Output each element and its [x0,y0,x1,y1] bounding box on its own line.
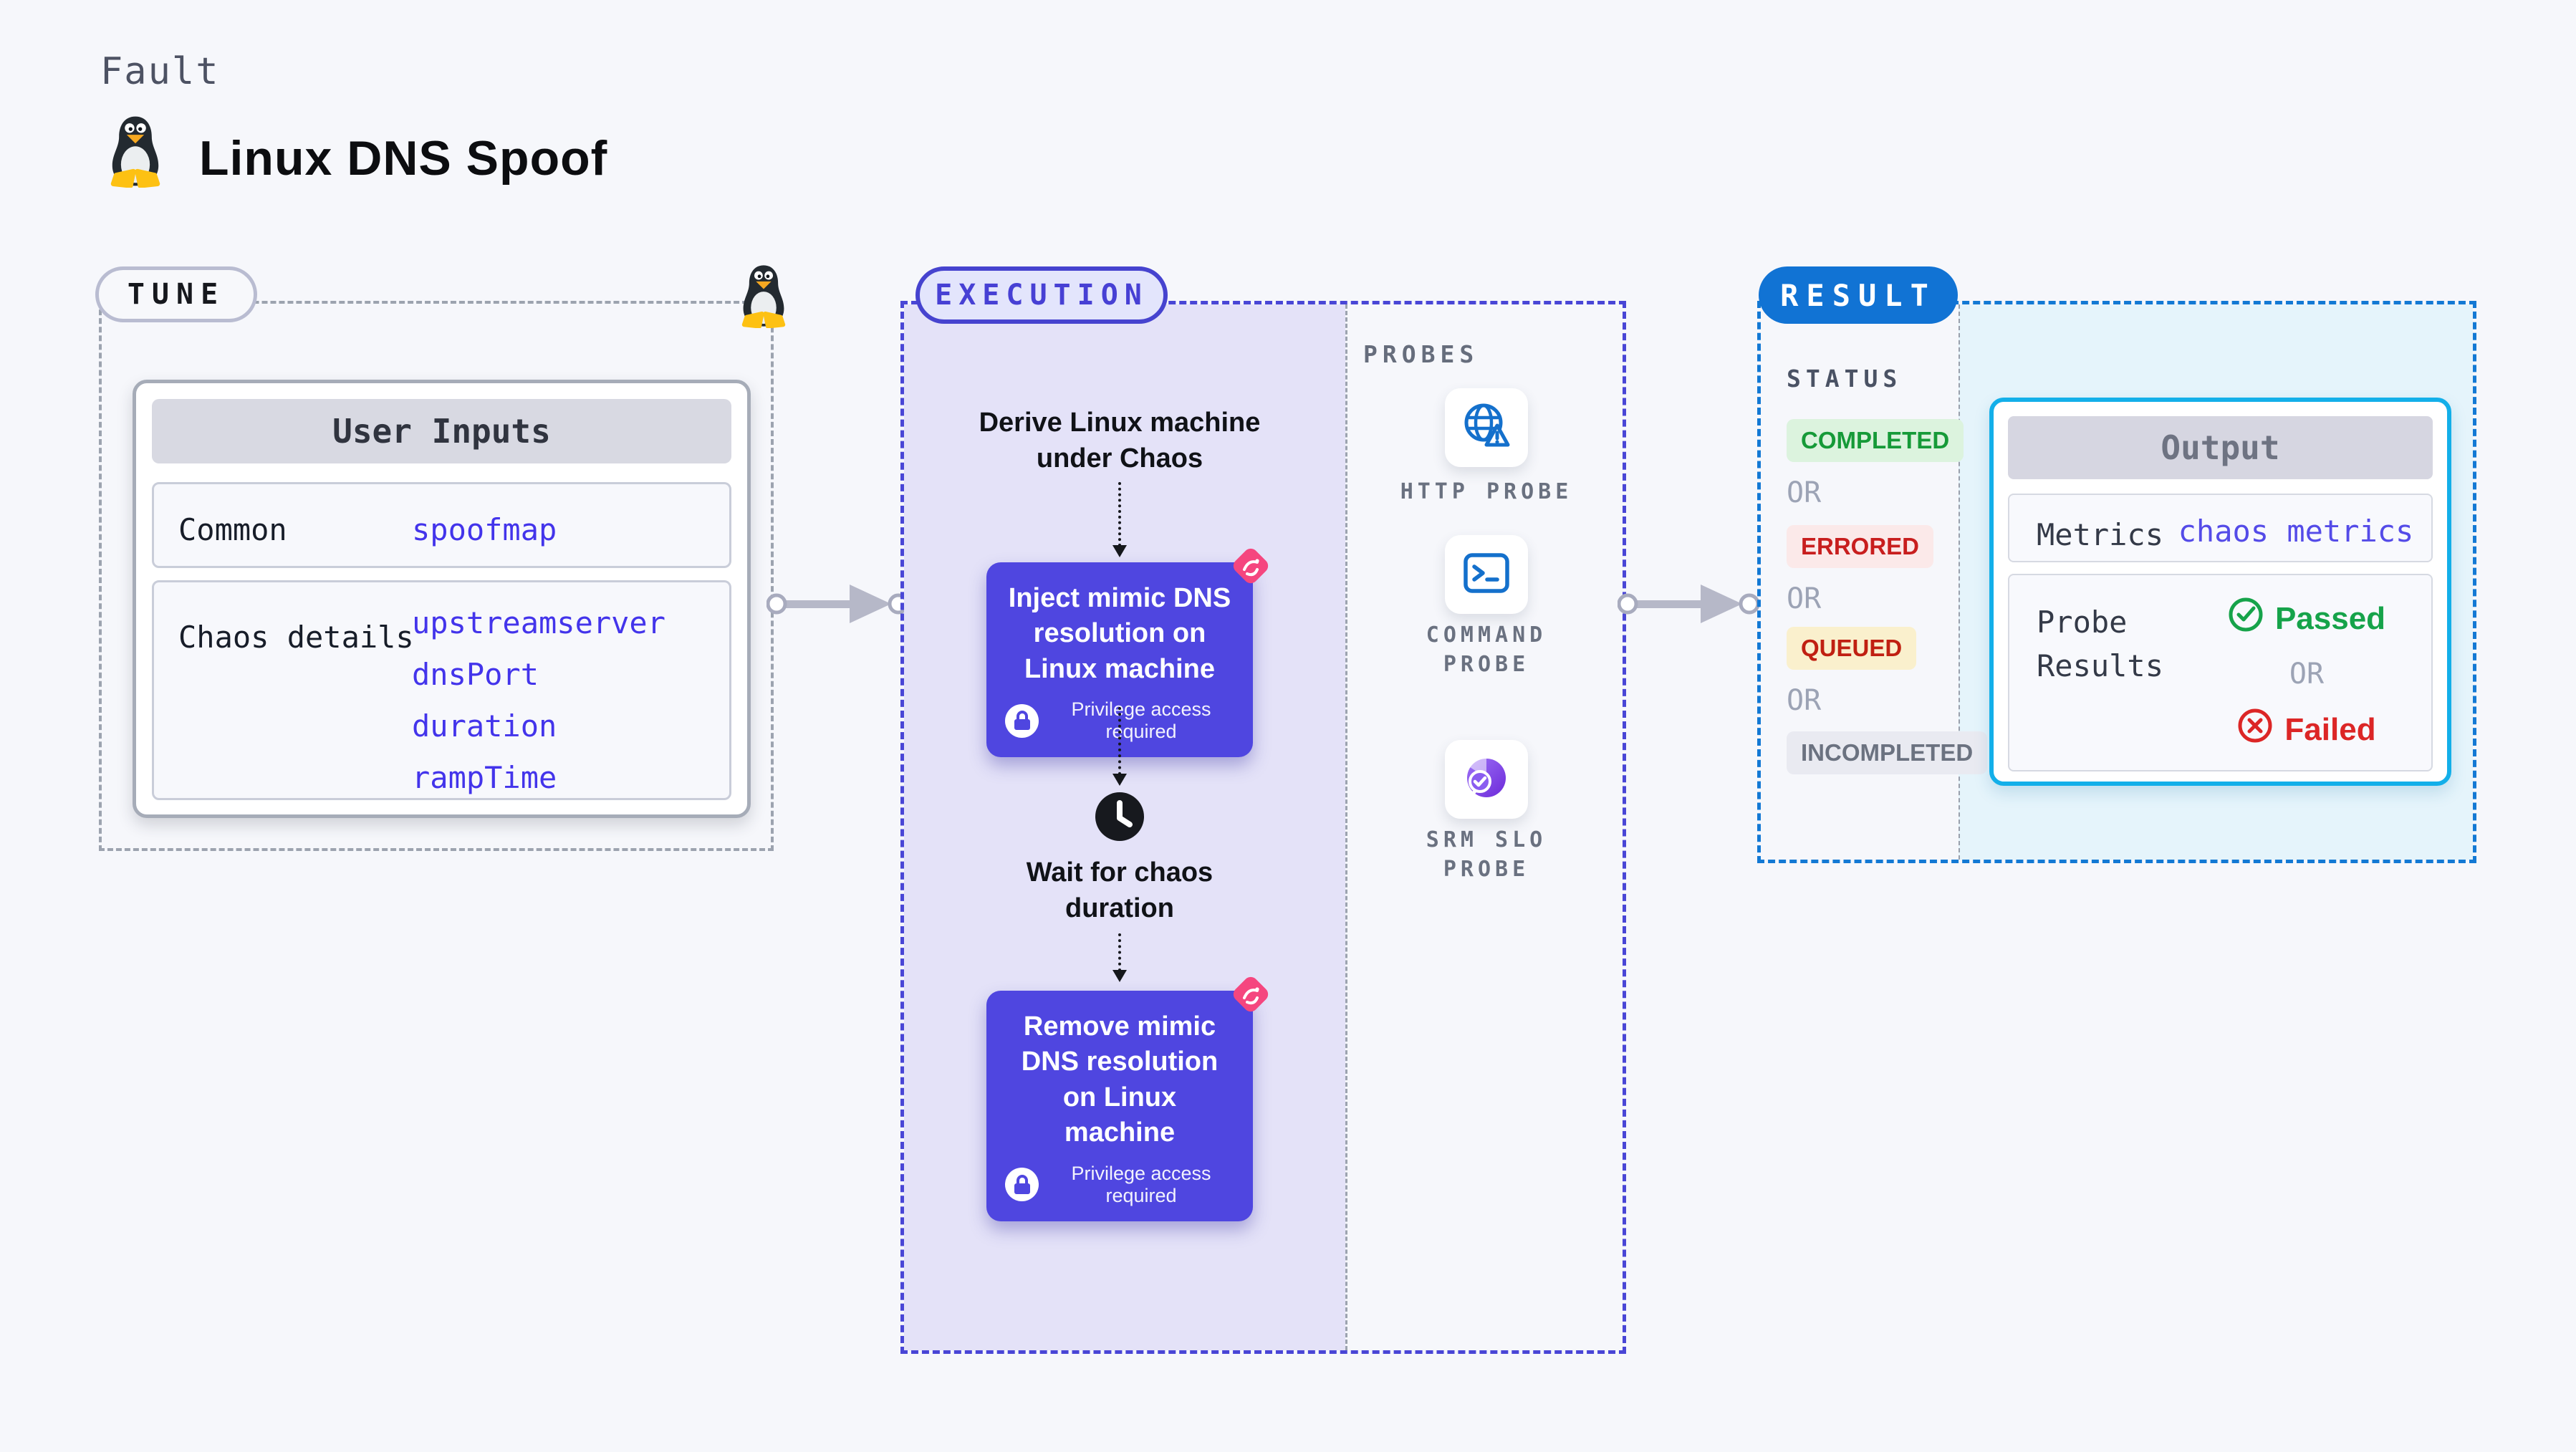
flow-arrow-down [1107,482,1132,557]
input-row-value: dnsPort [412,657,539,692]
metrics-label: Metrics [2037,517,2164,552]
remove-step-text: Remove mimic DNS resolution on Linux mac… [1021,1011,1219,1148]
result-badge: RESULT [1759,266,1958,324]
execution-frame: Derive Linux machine under Chaos Inject … [900,301,1626,1354]
probe-results-row: Probe Results Passed OR [2008,574,2433,771]
flow-arrow-down [1107,933,1132,982]
output-card: Output Metrics chaos metrics Probe Resul… [1989,398,2451,786]
wait-step-text: Wait for chaos duration [1026,857,1213,924]
terminal-icon [1463,552,1510,597]
execution-to-result-arrow [1617,582,1761,629]
input-row-value: rampTime [412,760,557,795]
metrics-value: chaos metrics [2178,514,2414,549]
http-probe-label: HTTP PROBE [1400,479,1573,504]
tux-penguin-icon [105,115,166,188]
privilege-row: Privilege access required [1005,1163,1234,1207]
probe-results-values: Passed OR Failed [2188,597,2425,751]
passed-label: Passed [2274,600,2386,636]
or-label: OR [1787,582,1822,615]
input-row-label: Common [178,512,287,547]
check-circle-icon [2228,597,2264,640]
metrics-row: Metrics chaos metrics [2008,494,2433,562]
probe-results-label: Probe Results [2037,605,2164,683]
probes-heading: PROBES [1363,340,1479,368]
user-inputs-card: User Inputs Common spoofmap Chaos detail… [133,380,751,818]
input-row-value: upstreamserver [412,605,666,640]
tune-badge: TUNE [95,266,257,322]
or-label: OR [2289,658,2325,691]
failed-label: Failed [2284,711,2376,747]
fault-kicker: Fault [100,50,220,93]
result-frame: STATUS COMPLETED OR ERRORED OR QUEUED OR… [1757,301,2476,863]
user-inputs-header: User Inputs [152,399,731,463]
remove-step-box: Remove mimic DNS resolution on Linux mac… [986,976,1269,1221]
failed-result: Failed [2237,708,2376,751]
command-probe-card [1445,535,1528,614]
status-badge-queued: QUEUED [1787,627,1917,670]
privilege-label: Privilege access required [1071,1162,1211,1206]
clock-icon [1094,791,1145,842]
input-row-chaos-details: Chaos details upstreamserver dnsPort dur… [152,580,731,800]
chaos-experiment-icon [1229,544,1273,588]
input-row-value: duration [412,708,557,744]
tune-frame [99,301,774,851]
slo-gauge-icon [1463,754,1510,805]
inject-step-text: Inject mimic DNS resolution on Linux mac… [1008,583,1231,684]
tune-to-execution-arrow [766,582,910,629]
inject-step-box: Inject mimic DNS resolution on Linux mac… [986,548,1269,758]
result-badge-label: RESULT [1780,277,1936,313]
execution-badge: EXECUTION [915,266,1168,324]
command-probe-label: COMMAND PROBE [1426,622,1547,677]
or-label: OR [1787,684,1822,717]
lock-icon [1005,703,1039,738]
privilege-row: Privilege access required [1005,698,1234,743]
status-badge-errored: ERRORED [1787,525,1934,568]
output-header: Output [2008,416,2433,479]
chaos-detail-values: upstreamserver dnsPort duration rampTime [412,605,665,795]
chaos-experiment-icon [1229,972,1273,1016]
http-probe-card [1445,388,1528,467]
lock-icon [1005,1168,1039,1202]
srm-slo-probe-label: SRM SLO PROBE [1426,827,1547,882]
tune-badge-label: TUNE [127,278,226,311]
srm-slo-probe-card [1445,740,1528,819]
passed-result: Passed [2228,597,2385,640]
status-heading: STATUS [1787,365,1903,393]
input-row-value: spoofmap [412,512,557,547]
status-badge-incompleted: INCOMPLETED [1787,731,1988,774]
or-label: OR [1787,476,1822,509]
flow-arrow-down [1107,707,1132,786]
execution-badge-label: EXECUTION [935,279,1148,312]
probes-divider [1345,304,1347,1350]
page-title: Linux DNS Spoof [199,131,608,186]
input-row-label: Chaos details [178,620,414,655]
tux-corner-icon [736,264,791,329]
privilege-label: Privilege access required [1071,698,1211,743]
status-badge-completed: COMPLETED [1787,419,1964,462]
status-divider [1959,304,1960,860]
globe-alert-icon [1461,403,1512,453]
derive-step-text: Derive Linux machine under Chaos [979,408,1261,474]
x-circle-icon [2237,708,2273,751]
input-row-common: Common spoofmap [152,482,731,568]
